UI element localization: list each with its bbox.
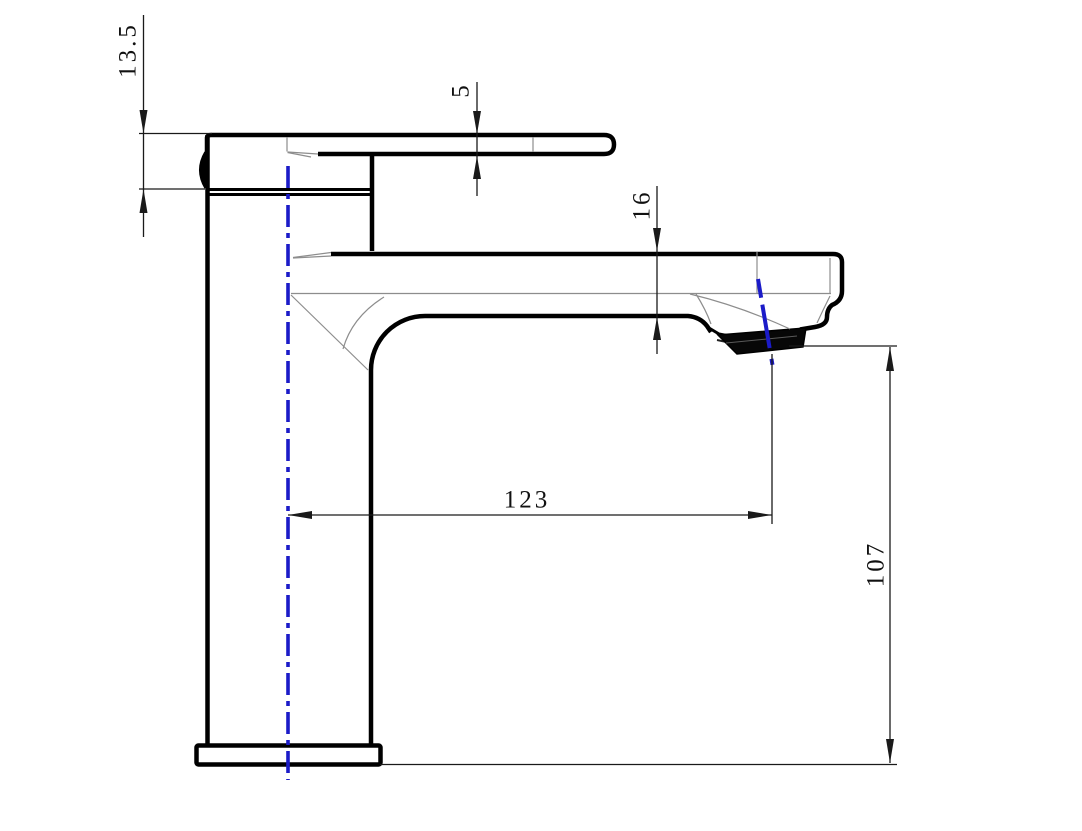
dim-lever-thickness: 5 [448,82,481,196]
surface-lines [286,137,831,371]
centerlines [286,166,775,780]
body-right-edge-and-underside [368,313,713,747]
handle-lever [204,132,617,188]
dim-outlet-height: 107 [380,345,897,766]
dim-outlet-height-label: 107 [863,541,890,588]
dim-spout-height-label: 16 [629,190,656,221]
outlet-centerline [756,278,775,369]
spout-top-and-tip [331,251,845,332]
dim-cap-height-label: 13.5 [115,22,142,78]
dim-lever-thickness-label: 5 [448,82,475,98]
dim-spout-reach-label: 123 [504,487,551,514]
dim-spout-reach: 123 [288,354,773,524]
aerator [716,327,807,355]
cap-seam [206,188,372,196]
dim-spout-height: 16 [629,186,661,354]
faucet-outline [194,132,845,767]
dim-cap-height: 13.5 [115,15,212,237]
